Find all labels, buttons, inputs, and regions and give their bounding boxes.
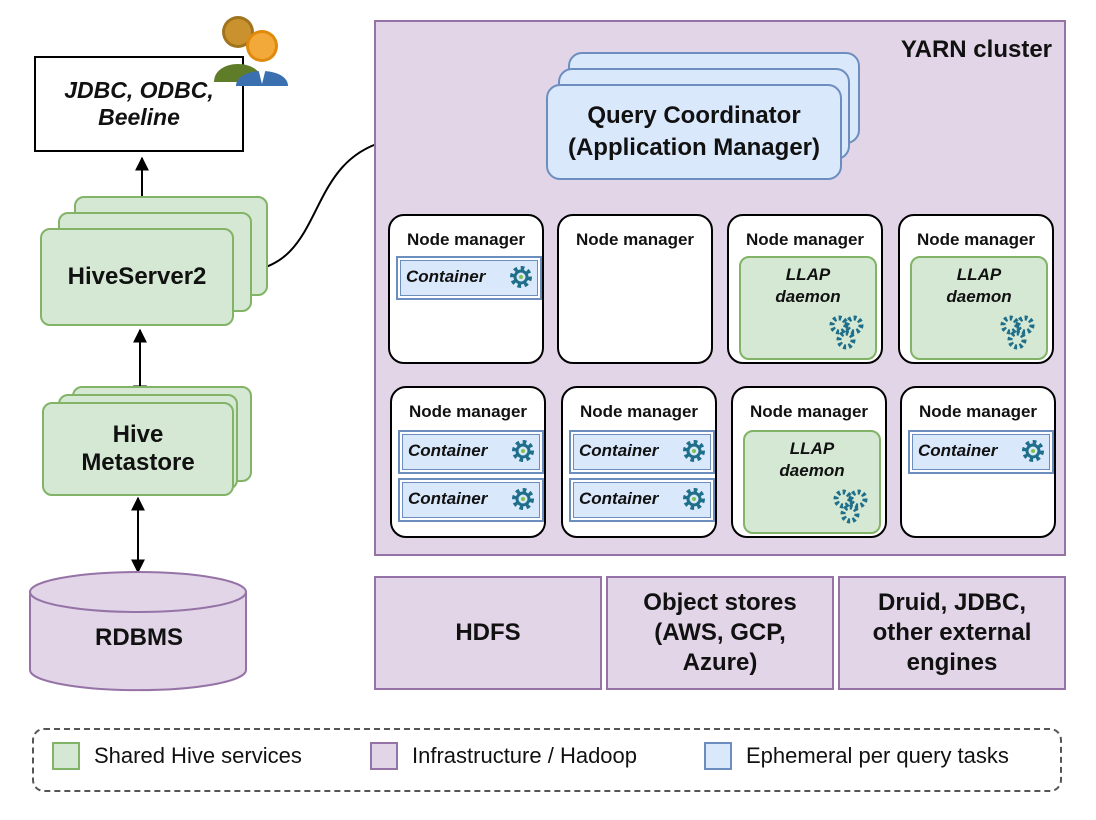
gear-icon [683,440,705,462]
users-icon [214,16,288,86]
node-manager-label: Node manager [918,402,1038,421]
node-manager-8: Node manager Container [900,386,1056,538]
container: Container [396,256,542,300]
container: Container [908,430,1054,474]
legend [32,728,1062,792]
node-manager-label: Node manager [406,230,526,249]
legend-shared-label: Shared Hive services [94,743,302,768]
node-manager-label: Node manager [745,230,865,249]
gear-icon [1022,440,1044,462]
object-stores-line2: (AWS, GCP, [654,619,786,646]
container-label: Container [408,441,488,460]
node-manager-2: Node manager [557,214,713,364]
gear-icon [512,488,534,510]
container: Container [569,430,715,474]
gear-icon [512,440,534,462]
llap-label-line1: LLAP [789,439,835,458]
llap-label-line1: LLAP [785,265,831,284]
node-manager-3: Node manager LLAP daemon [727,214,883,364]
query-coordinator-line1: Query Coordinator [587,102,801,129]
container: Container [569,478,715,522]
legend-swatch-shared [52,742,80,770]
gear-icon [683,488,705,510]
hiveserver2-box: HiveServer2 [40,228,234,326]
external-engines-line1: Druid, JDBC, [877,589,1026,616]
metastore-label-line1: Hive [112,421,164,448]
gear-icon [510,266,532,288]
legend-ephemeral: Ephemeral per query tasks [704,742,1009,770]
llap-daemon: LLAP daemon [739,256,877,360]
node-manager-6: Node manager Container Container [561,386,717,538]
clients-label-line1: JDBC, ODBC, [64,77,214,103]
container-label: Container [579,489,659,508]
external-engines-line2: other external [872,619,1032,646]
gears-icon [1000,315,1035,350]
llap-label-line1: LLAP [956,265,1002,284]
legend-infra-label: Infrastructure / Hadoop [412,743,638,768]
node-manager-label: Node manager [579,402,699,421]
clients-box: JDBC, ODBC, Beeline [34,56,244,152]
external-engines-box: Druid, JDBC, other external engines [838,576,1066,690]
query-coordinator-line2: (Application Manager) [567,134,820,161]
container-label: Container [408,489,488,508]
object-stores-line3: Azure) [682,649,758,676]
node-manager-label: Node manager [749,402,869,421]
legend-infra: Infrastructure / Hadoop [370,742,637,770]
gears-icon [833,489,868,524]
metastore-label-line2: Metastore [81,449,195,476]
container: Container [398,430,544,474]
container-label: Container [406,267,486,286]
node-manager-5: Node manager Container Container [390,386,546,538]
legend-swatch-ephemeral [704,742,732,770]
hdfs-label: HDFS [455,619,521,646]
gears-icon [829,315,864,350]
container: Container [398,478,544,522]
llap-label-line2: daemon [946,287,1012,306]
node-manager-4: Node manager LLAP daemon [898,214,1054,364]
llap-label-line2: daemon [779,461,845,480]
hdfs-box: HDFS [374,576,602,690]
metastore-box: Hive Metastore [42,402,234,496]
query-coordinator-box: Query Coordinator (Application Manager) [546,84,842,180]
legend-swatch-infra [370,742,398,770]
llap-label-line2: daemon [775,287,841,306]
node-manager-1: Node manager Container [388,214,544,364]
container-label: Container [579,441,659,460]
yarn-cluster-title: YARN cluster [900,36,1052,63]
clients-label-line2: Beeline [98,104,180,130]
object-stores-box: Object stores (AWS, GCP, Azure) [606,576,834,690]
external-engines-line3: engines [906,649,998,676]
hiveserver2-label: HiveServer2 [67,263,207,290]
llap-daemon: LLAP daemon [743,430,881,534]
legend-shared: Shared Hive services [52,742,302,770]
legend-ephemeral-label: Ephemeral per query tasks [746,743,1009,768]
node-manager-label: Node manager [575,230,695,249]
object-stores-line1: Object stores [643,589,797,616]
rdbms-cylinder [29,571,247,692]
node-manager-7: Node manager LLAP daemon [731,386,887,538]
node-manager-label: Node manager [408,402,528,421]
node-manager-label: Node manager [916,230,1036,249]
container-label: Container [918,441,998,460]
llap-daemon: LLAP daemon [910,256,1048,360]
rdbms-label: RDBMS [95,624,183,651]
